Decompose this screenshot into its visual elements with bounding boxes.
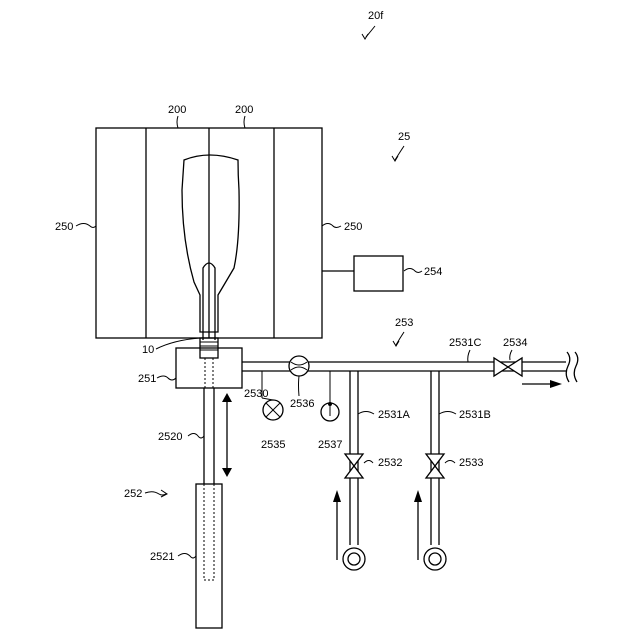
pipe-break-left bbox=[566, 352, 570, 382]
valve-2534-leader bbox=[510, 350, 512, 360]
inlet-b-inner bbox=[429, 553, 441, 565]
system-ref-label: 25 bbox=[398, 131, 410, 143]
preform-label: 10 bbox=[142, 344, 154, 356]
branch-b-label: 2531B bbox=[459, 409, 491, 421]
valve-2533-label: 2533 bbox=[459, 457, 483, 469]
inlet-a-arrow-head bbox=[333, 490, 341, 502]
rod-assembly-label: 252 bbox=[124, 488, 142, 500]
branch-a-leader bbox=[358, 412, 374, 415]
gauge-2537-pivot bbox=[328, 402, 332, 406]
inlet-b-arrow-head bbox=[414, 490, 422, 502]
mold-assembly bbox=[96, 128, 322, 340]
valve-2532-top bbox=[345, 454, 363, 466]
inlet-a-inner bbox=[348, 553, 360, 565]
mold-half-label-right: 200 bbox=[235, 104, 253, 116]
stroke-arrow-down-head bbox=[222, 468, 232, 477]
system-ref-arrowhead bbox=[392, 156, 398, 161]
control-box-leader bbox=[404, 269, 422, 273]
valve-2532-bottom bbox=[345, 466, 363, 478]
mold-half-leader-left bbox=[177, 116, 178, 128]
rod-cylinder-label: 2521 bbox=[150, 551, 174, 563]
inlet-b-outer bbox=[424, 548, 446, 570]
pipe-group-arrowhead bbox=[393, 341, 399, 346]
pipe-break-right bbox=[574, 352, 578, 382]
rod-assembly-arrowhead bbox=[161, 490, 167, 497]
stretch-unit-block bbox=[176, 348, 242, 388]
valve-2534-right bbox=[508, 358, 522, 376]
inlet-a-outer bbox=[343, 548, 365, 570]
control-box-label: 254 bbox=[424, 266, 442, 278]
mold-outer-label-right: 250 bbox=[344, 221, 362, 233]
mold-outer-leader-left bbox=[76, 224, 96, 228]
rod-label: 2520 bbox=[158, 431, 182, 443]
valve-2532-label: 2532 bbox=[378, 457, 402, 469]
figure-ref-label: 20f bbox=[368, 10, 384, 22]
mold-half-label-left: 200 bbox=[168, 104, 186, 116]
valve-2534-left bbox=[494, 358, 508, 376]
branch-c-label: 2531C bbox=[449, 337, 481, 349]
mold-outer-leader-right bbox=[322, 224, 341, 228]
stretch-unit-leader bbox=[157, 376, 176, 380]
gauge-2537-label: 2537 bbox=[318, 439, 342, 451]
rod-cylinder-leader bbox=[178, 554, 196, 559]
flow-meter-symbol bbox=[289, 356, 309, 376]
valve-2533-bottom bbox=[426, 466, 444, 478]
valve-2532-leader bbox=[364, 461, 373, 464]
flow-meter-label: 2536 bbox=[290, 398, 314, 410]
branch-a-label: 2531A bbox=[378, 409, 410, 421]
stroke-arrow-up-head bbox=[222, 393, 232, 402]
rod-assembly-leader bbox=[145, 492, 166, 495]
rod-cylinder bbox=[196, 484, 222, 628]
rod-inner-hidden bbox=[204, 484, 214, 580]
pipe-group-label: 253 bbox=[395, 317, 413, 329]
stretch-unit-label: 251 bbox=[138, 373, 156, 385]
rod-leader bbox=[188, 434, 204, 439]
branch-c-leader bbox=[468, 350, 470, 362]
branch-b-leader bbox=[439, 412, 456, 415]
mold-outer-label-left: 250 bbox=[55, 221, 73, 233]
bottle-cavity bbox=[182, 155, 239, 332]
control-box bbox=[354, 256, 403, 291]
valve-2534-label: 2534 bbox=[503, 337, 527, 349]
figure-ref-arrowhead bbox=[362, 34, 368, 39]
pressure-gauge-label: 2535 bbox=[261, 439, 285, 451]
mold-half-leader-right bbox=[244, 116, 245, 128]
exhaust-arrow-head bbox=[550, 380, 562, 388]
flow-meter-leader bbox=[299, 376, 300, 396]
valve-2533-leader bbox=[445, 461, 455, 464]
valve-2533-top bbox=[426, 454, 444, 466]
